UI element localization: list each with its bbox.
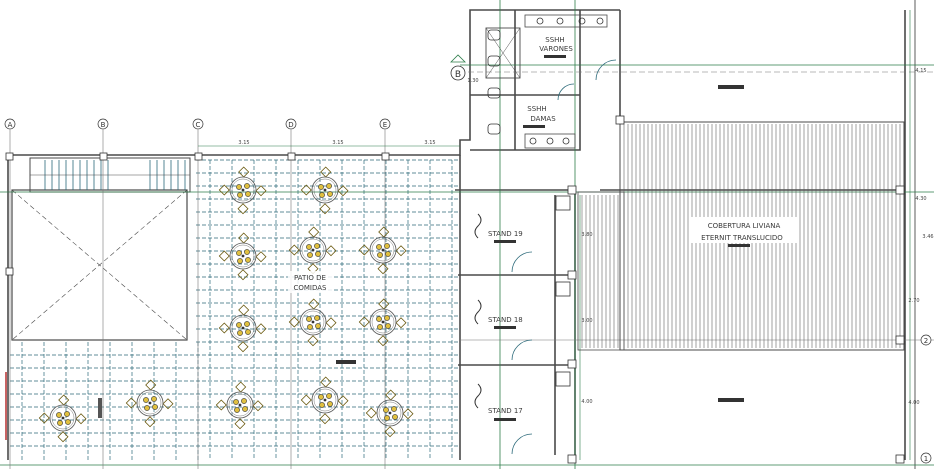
- stand-17-label: STAND 17: [488, 407, 523, 415]
- door-swing-icon: [511, 433, 533, 455]
- food-court-label: PATIO DE COMIDAS: [288, 271, 356, 364]
- axis-label-c: C: [196, 121, 201, 129]
- dimension-stands: 3.80 3.00 4.00 1.30: [467, 78, 593, 460]
- axis-label-e: E: [383, 121, 387, 129]
- translucent-roof: COBERTURA LIVIANA ETERNIT TRANSLUCIDO: [577, 121, 905, 351]
- table-set: [358, 298, 407, 347]
- axis-label-2: 2: [924, 337, 928, 345]
- dim-stand-3: 4.00: [581, 399, 592, 405]
- ssh-women-label-line2: DAMAS: [530, 115, 556, 123]
- dim-right-3: 3.46: [922, 234, 933, 240]
- dim-top-1: 3.15: [238, 140, 249, 146]
- dim-stand-2: 3.00: [581, 318, 592, 324]
- sink-icon: [546, 137, 554, 145]
- dim-right-2: 4.30: [915, 196, 926, 202]
- table-set: [365, 389, 414, 438]
- door-swing-icon: [557, 83, 575, 101]
- stands: STAND 19 STAND 18 STAND 17: [474, 195, 571, 455]
- counter-icon: [474, 213, 482, 239]
- food-court-floor: [10, 159, 458, 460]
- stairs: [29, 157, 191, 193]
- axis-label-d: D: [288, 121, 293, 129]
- table-set: [218, 232, 267, 281]
- table-set: [300, 166, 349, 215]
- sink-icon: [578, 17, 586, 25]
- door-swing-icon: [595, 59, 617, 81]
- sink-icon: [596, 17, 604, 25]
- counter-icon: [474, 383, 482, 409]
- sink-icon: [529, 137, 537, 145]
- axis-lines: [9, 71, 934, 469]
- table-set: [38, 394, 87, 443]
- toilet-icon: [487, 55, 501, 67]
- axis-label-a: A: [8, 121, 13, 129]
- table-set: [218, 166, 267, 215]
- food-court-label-line2: COMIDAS: [293, 284, 327, 292]
- table-set: [300, 376, 349, 425]
- toilet-icon: [487, 87, 501, 99]
- columns: [5, 115, 905, 464]
- sink-icon: [556, 17, 564, 25]
- sink-icon: [536, 17, 544, 25]
- table-set: [288, 298, 337, 347]
- dim-right-5: 4.00: [908, 400, 919, 406]
- ssh-women-label-line1: SSHH: [527, 105, 546, 113]
- counter-icon: [474, 299, 482, 325]
- dim-top-2: 3.15: [332, 140, 343, 146]
- dimension-top: 3.15 3.15 3.15: [198, 140, 460, 147]
- axis-label-right-b: B: [455, 70, 461, 80]
- toilet-icon: [487, 123, 501, 135]
- axis-markers-right: 2 1: [920, 334, 932, 464]
- stand-18-label: STAND 18: [488, 316, 523, 324]
- dim-right-1: 4.15: [915, 68, 926, 74]
- dim-top-3: 3.15: [424, 140, 435, 146]
- stand-19-label: STAND 19: [488, 230, 523, 238]
- toilet-icon: [487, 29, 501, 41]
- sink-icon: [555, 371, 571, 387]
- sink-icon: [555, 281, 571, 297]
- dim-stand-1: 3.80: [581, 232, 592, 238]
- door-swing-icon: [511, 339, 533, 361]
- axis-marker-right-b: B: [450, 54, 466, 81]
- axis-label-1: 1: [924, 455, 928, 463]
- dim-right-4: 2.70: [908, 298, 919, 304]
- axis-markers-top: A B C D E: [4, 118, 391, 130]
- food-court-label-line1: PATIO DE: [294, 274, 326, 282]
- dining-tables: [38, 166, 414, 443]
- dim-ssh: 1.30: [467, 78, 478, 84]
- dimension-right: 4.15 4.30 3.46 2.70 4.00: [908, 10, 934, 460]
- level-marker-upper: [718, 85, 744, 89]
- axis-label-b: B: [101, 121, 106, 129]
- stand-19: STAND 19: [474, 195, 571, 273]
- level-marker-lower: [718, 398, 744, 402]
- bench-marker: [98, 398, 102, 418]
- stand-17: STAND 17: [474, 371, 571, 455]
- ssh-men-label-line1: SSHH: [545, 36, 564, 44]
- restrooms: SSHH VARONES SSHH DAMAS: [485, 14, 617, 149]
- roof-label-line1: COBERTURA LIVIANA: [708, 222, 781, 230]
- sink-icon: [562, 137, 570, 145]
- table-set: [215, 381, 264, 430]
- door-swing-icon: [511, 251, 533, 273]
- table-set: [218, 304, 267, 353]
- roof-label-line2: ETERNIT TRANSLUCIDO: [701, 234, 783, 242]
- table-set: [358, 226, 407, 275]
- table-set: [288, 226, 337, 275]
- sink-icon: [555, 195, 571, 211]
- void-area: [11, 189, 188, 341]
- ssh-men-label-line2: VARONES: [539, 45, 573, 53]
- stand-18: STAND 18: [474, 281, 571, 361]
